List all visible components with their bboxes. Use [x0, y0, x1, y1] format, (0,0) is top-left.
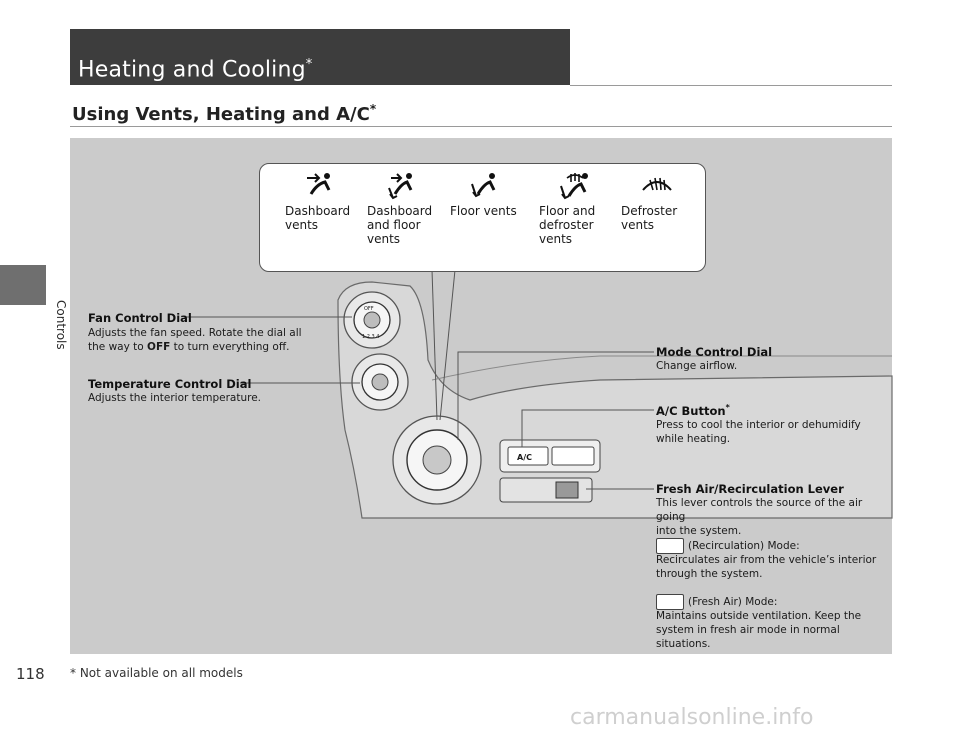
mode-dial-description: Change airflow.: [656, 360, 738, 372]
temp-dial-knob: [371, 373, 389, 391]
fan-dial-knob: [363, 311, 381, 329]
fresh-air-icon: [656, 594, 684, 610]
mode-label: Floor and defroster vents: [539, 204, 596, 246]
section-title-bar: [70, 29, 570, 85]
defroster-vents-icon: [642, 177, 672, 191]
ac-title-text: A/C Button: [656, 403, 726, 418]
leader-callout-a: [431, 269, 438, 421]
mode-dial-knob: [422, 445, 452, 475]
footnote: * Not available on all models: [70, 666, 243, 680]
ac-button-description: Press to cool the interior or dehumidify…: [656, 419, 861, 445]
temp-dial-label: Temperature Control Dial: [88, 377, 252, 391]
subsection-rule: [70, 126, 892, 127]
recirculation-mode-description: Recirculates air from the vehicle’s inte…: [656, 554, 877, 580]
watermark: carmanualsonline.info: [570, 705, 814, 730]
mode-item-floor: Floor vents: [450, 164, 540, 269]
mode-item-floor-defroster: Floor and defroster vents: [539, 164, 629, 269]
recirculation-mode-heading: (Recirculation) Mode:: [656, 538, 888, 554]
mode-item-dashboard-floor: Dashboard and floor vents: [367, 164, 457, 269]
airflow-modes-callout: Dashboard vents Dashboard and floor vent…: [259, 163, 706, 272]
title-asterisk: *: [305, 57, 313, 72]
subsection-title: Using Vents, Heating and A/C*: [72, 102, 376, 125]
section-title-text: Heating and Cooling: [78, 57, 306, 83]
side-tab-marker: [0, 265, 46, 305]
section-title: Heating and Cooling*: [78, 57, 313, 82]
fan-off-marking: OFF: [364, 306, 374, 312]
ac-asterisk: *: [725, 403, 730, 412]
ac-button-label: A/C Button*: [656, 403, 730, 418]
fan-dial-label: Fan Control Dial: [88, 311, 192, 325]
fresh-air-mode-description: Maintains outside ventilation. Keep the …: [656, 610, 862, 650]
rear-defrost-button: [551, 446, 595, 466]
dashboard-floor-vents-icon: [388, 173, 413, 200]
fresh-air-mode-text: (Fresh Air) Mode:: [688, 596, 778, 608]
fan-desc-tail: to turn everything off.: [170, 341, 290, 353]
ac-button-panel-label: A/C: [517, 453, 532, 462]
side-section-label: Controls: [54, 300, 68, 350]
ac-button: [507, 446, 549, 466]
mode-item-defroster: Defroster vents: [621, 164, 711, 269]
fresh-air-mode-heading: (Fresh Air) Mode:: [656, 594, 888, 610]
recirculation-icon: [656, 538, 684, 554]
mode-item-dashboard: Dashboard vents: [285, 164, 375, 269]
floor-defroster-vents-icon: [560, 173, 588, 200]
leader-ac: [521, 409, 654, 447]
temp-dial-description: Adjusts the interior temperature.: [88, 392, 261, 404]
recirc-mode-text: (Recirculation) Mode:: [688, 540, 800, 552]
page-number: 118: [16, 665, 45, 683]
subsection-asterisk: *: [369, 102, 377, 116]
fresh-recirc-label: Fresh Air/Recirculation Lever: [656, 482, 844, 496]
mode-dial-label: Mode Control Dial: [656, 345, 773, 359]
fresh-recirc-description: This lever controls the source of the ai…: [656, 497, 863, 537]
lever-knob: [555, 481, 579, 499]
fan-off-keyword: OFF: [147, 341, 171, 353]
mode-label: Floor vents: [450, 204, 517, 218]
fan-desc-text: Adjusts the fan speed. Rotate the dial a…: [88, 327, 302, 353]
leader-mode: [457, 351, 654, 440]
subsection-title-text: Using Vents, Heating and A/C: [72, 104, 370, 125]
header-rule: [570, 85, 892, 86]
dashboard-contour: [431, 355, 892, 381]
mode-label: Dashboard vents: [285, 204, 351, 232]
dashboard-vents-icon: [307, 173, 331, 195]
mode-label: Defroster vents: [621, 204, 678, 232]
mode-label: Dashboard and floor vents: [367, 204, 433, 246]
leader-callout-b: [439, 269, 456, 421]
fan-dial-description: Adjusts the fan speed. Rotate the dial a…: [88, 326, 338, 354]
floor-vents-icon: [471, 173, 496, 198]
fan-speed-markings: 1 2 3 4: [362, 334, 380, 340]
